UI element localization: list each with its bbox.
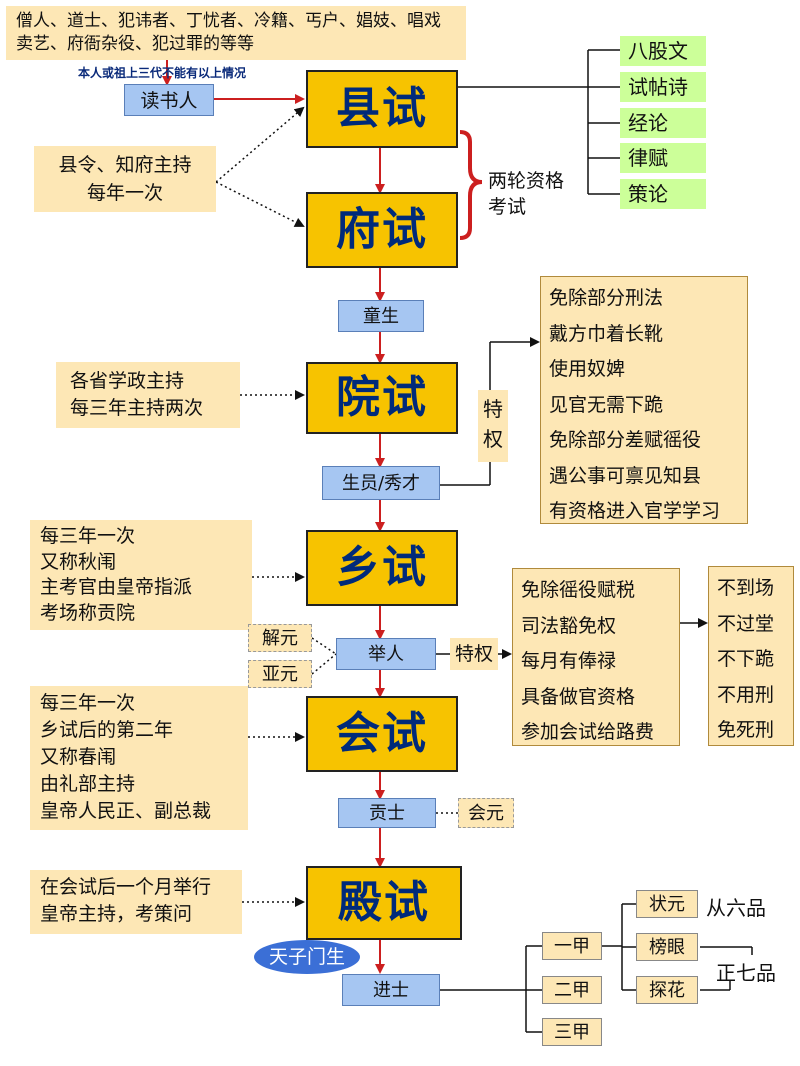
palace-exam: 殿试 xyxy=(306,866,462,940)
tongsheng-box: 童生 xyxy=(338,300,424,332)
juren-privilege-list: 免除徭役赋税 司法豁免权 每月有俸禄 具备做官资格 参加会试给路费 xyxy=(512,568,680,746)
reader-box: 读书人 xyxy=(124,84,214,116)
yuan-host-note: 各省学政主持 每三年主持两次 xyxy=(56,362,240,428)
metropolitan-info-note: 每三年一次 乡试后的第二年 又称春闱 由礼部主持 皇帝人民正、副总裁 xyxy=(30,686,248,830)
two-round-line-1: 两轮资格 xyxy=(488,170,565,192)
county-exam: 县试 xyxy=(306,70,458,148)
yuan-exam: 院试 xyxy=(306,362,458,434)
shengyuan-box: 生员/秀才 xyxy=(322,466,440,500)
county-host-note: 县令、知府主持 每年一次 xyxy=(34,146,216,212)
list-item: 又称春闱 xyxy=(40,746,117,768)
gongshi-box: 贡士 xyxy=(338,798,436,828)
palace-info-line-2: 皇帝主持，考策问 xyxy=(40,903,193,925)
privilege-label-juren: 特权 xyxy=(450,638,498,670)
list-item: 不用刑 xyxy=(717,683,775,706)
list-item: 免除徭役赋税 xyxy=(521,579,636,601)
subject-tiesheshi: 试帖诗 xyxy=(620,72,706,102)
list-item: 使用奴婢 xyxy=(549,358,626,380)
juren-box: 举人 xyxy=(336,638,436,670)
palace-info-line-1: 在会试后一个月举行 xyxy=(40,876,212,898)
yuan-host-line-2: 每三年主持两次 xyxy=(70,397,204,419)
list-item: 免除部分差赋徭役 xyxy=(549,429,702,451)
list-item: 参加会试给路费 xyxy=(521,721,655,743)
jia-2-box: 二甲 xyxy=(542,976,602,1004)
list-item: 乡试后的第二年 xyxy=(40,719,174,741)
county-host-line-1: 县令、知府主持 xyxy=(58,154,192,176)
ineligible-caption: 本人或祖上三代不能有以上情况 xyxy=(78,66,247,80)
prefecture-exam: 府试 xyxy=(306,192,458,268)
tanhua-box: 探花 xyxy=(636,976,698,1004)
list-item: 不到场 xyxy=(717,577,775,599)
yuan-host-line-1: 各省学政主持 xyxy=(70,370,185,392)
list-item: 免死刑 xyxy=(717,719,775,741)
privilege-label-shengyuan: 特权 xyxy=(478,390,508,462)
jia-3-box: 三甲 xyxy=(542,1018,602,1046)
list-item: 主考官由皇帝指派 xyxy=(40,576,193,598)
list-item: 每月有俸禄 xyxy=(521,650,617,672)
list-item: 遇公事可禀见知县 xyxy=(549,464,702,487)
list-item: 见官无需下跪 xyxy=(549,393,664,416)
palace-info-note: 在会试后一个月举行 皇帝主持，考策问 xyxy=(30,870,242,934)
tianzi-badge: 天子门生 xyxy=(254,940,360,974)
ineligible-line-1: 僧人、道士、犯讳者、丁忧者、冷籍、丐户、娼妓、唱戏 xyxy=(16,11,441,31)
list-item: 又称秋闱 xyxy=(40,550,117,573)
two-round-line-2: 考试 xyxy=(488,196,527,218)
subject-celun: 策论 xyxy=(620,179,706,209)
list-item: 考场称贡院 xyxy=(40,601,136,624)
list-item: 免除部分刑法 xyxy=(549,287,664,309)
judicial-immunity-list: 不到场 不过堂 不下跪 不用刑 免死刑 xyxy=(708,566,794,746)
jieyuan-box: 解元 xyxy=(248,624,312,652)
list-item: 不下跪 xyxy=(717,648,775,670)
subject-jinglun: 经论 xyxy=(620,108,706,138)
list-item: 不过堂 xyxy=(717,612,775,635)
list-item: 戴方巾着长靴 xyxy=(549,322,664,345)
list-item: 每三年一次 xyxy=(40,525,136,547)
zhuangyuan-box: 状元 xyxy=(636,890,698,918)
grade-six-label: 从六品 xyxy=(706,896,766,920)
jinshi-box: 进士 xyxy=(342,974,440,1006)
shengyuan-privilege-list: 免除部分刑法 戴方巾着长靴 使用奴婢 见官无需下跪 免除部分差赋徭役 遇公事可禀… xyxy=(540,276,748,524)
list-item: 皇帝人民正、副总裁 xyxy=(40,800,212,822)
list-item: 具备做官资格 xyxy=(521,685,636,708)
ineligible-line-2: 卖艺、府衙杂役、犯过罪的等等 xyxy=(16,34,254,54)
provincial-info-note: 每三年一次 又称秋闱 主考官由皇帝指派 考场称贡院 xyxy=(30,520,252,630)
subject-baguwen: 八股文 xyxy=(620,36,706,66)
two-round-label: 两轮资格 考试 xyxy=(488,168,564,220)
provincial-exam: 乡试 xyxy=(306,530,458,606)
yayuan-box: 亚元 xyxy=(248,660,312,688)
bangyan-box: 榜眼 xyxy=(636,933,698,961)
jia-1-box: 一甲 xyxy=(542,932,602,960)
list-item: 由礼部主持 xyxy=(40,773,136,795)
subject-lvfu: 律赋 xyxy=(620,143,706,173)
list-item: 司法豁免权 xyxy=(521,614,617,637)
ineligible-note: 僧人、道士、犯讳者、丁忧者、冷籍、丐户、娼妓、唱戏 卖艺、府衙杂役、犯过罪的等等 xyxy=(6,6,466,60)
list-item: 有资格进入官学学习 xyxy=(549,500,721,522)
grade-seven-label: 正七品 xyxy=(716,961,776,985)
huiyuan-box: 会元 xyxy=(458,798,514,828)
county-host-line-2: 每年一次 xyxy=(86,182,163,204)
metropolitan-exam: 会试 xyxy=(306,696,458,772)
list-item: 每三年一次 xyxy=(40,692,136,714)
